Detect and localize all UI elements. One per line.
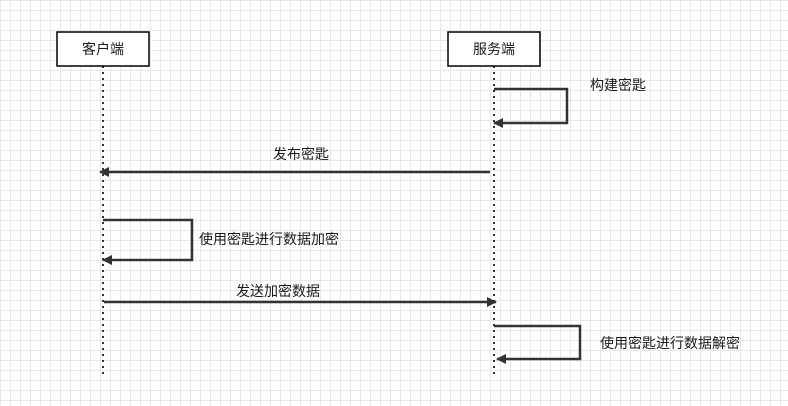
self-message-encrypt[interactable]: 使用密匙进行数据加密 <box>102 218 339 265</box>
self-message-build-key-label: 构建密匙 <box>590 77 646 94</box>
client-actor[interactable]: 客户端 <box>56 31 150 67</box>
self-message-decrypt-arrow <box>494 324 582 364</box>
message-send-encrypted-label: 发送加密数据 <box>236 283 320 300</box>
self-message-decrypt[interactable]: 使用密匙进行数据解密 <box>494 324 740 364</box>
client-actor-label: 客户端 <box>82 41 124 58</box>
message-send-encrypted[interactable]: 发送加密数据 <box>104 283 497 307</box>
server-actor-label: 服务端 <box>473 42 515 58</box>
self-message-decrypt-label: 使用密匙进行数据解密 <box>600 335 740 352</box>
client-actor-box <box>56 31 150 67</box>
self-message-build-key-arrow <box>493 87 569 128</box>
message-publish-key-label: 发布密匙 <box>273 146 329 163</box>
self-message-encrypt-label: 使用密匙进行数据加密 <box>199 231 339 248</box>
message-publish-key[interactable]: 发布密匙 <box>99 146 490 177</box>
self-message-build-key[interactable]: 构建密匙 <box>493 77 646 128</box>
server-actor[interactable]: 服务端 <box>447 31 541 67</box>
self-message-encrypt-arrow <box>102 218 194 265</box>
server-actor-box <box>447 31 541 67</box>
